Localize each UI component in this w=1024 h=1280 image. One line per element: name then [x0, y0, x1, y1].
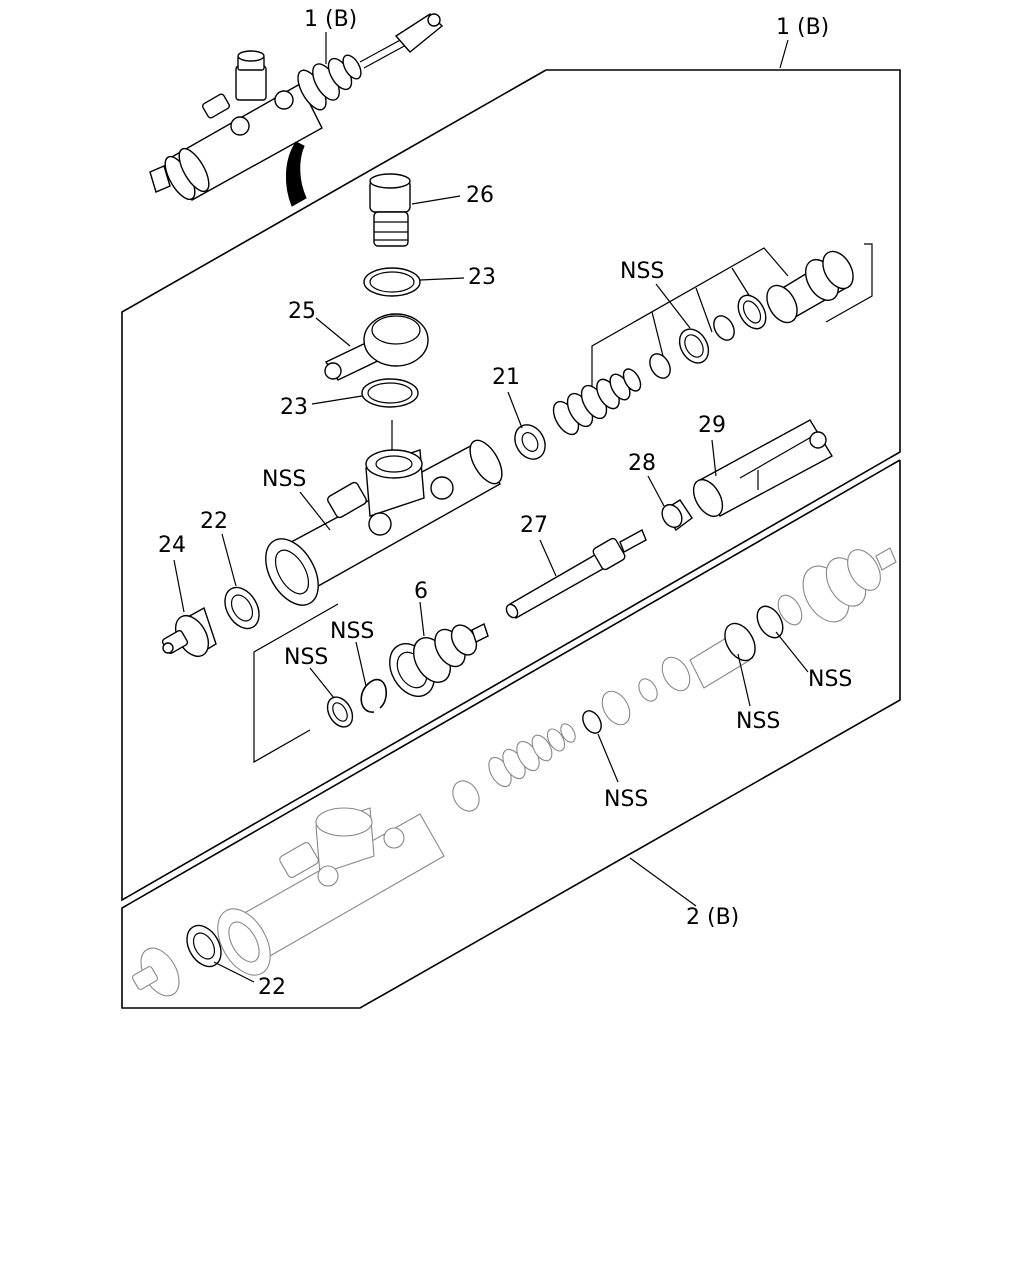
- seal-group-bracket: [253, 603, 339, 764]
- spring-group-bracket: [591, 243, 873, 398]
- callout-nss-lower-mid: NSS: [736, 709, 780, 734]
- return-spring: [552, 368, 642, 436]
- callout-nss-ring: NSS: [284, 645, 328, 670]
- piston-seal-ring: [737, 294, 767, 330]
- seal-group-washer: [326, 696, 354, 728]
- cylinder-body: [265, 439, 503, 606]
- callout-nss-clip: NSS: [330, 619, 374, 644]
- part-26-filler-plug: [369, 173, 411, 247]
- callout-part-26: 26: [466, 183, 494, 208]
- callout-assy-top: 1 (B): [304, 7, 357, 32]
- callout-assy-lower: 2 (B): [686, 905, 739, 930]
- callout-part-22-lower: 22: [258, 975, 286, 1000]
- assembled-master-cylinder-lower: [132, 547, 897, 997]
- part-28-lock-nut: [661, 499, 693, 532]
- part-29-clevis: [692, 419, 833, 518]
- callout-part-27: 27: [520, 513, 548, 538]
- spring-retainer-clip: [649, 353, 671, 379]
- callout-nss-body: NSS: [262, 467, 306, 492]
- callout-part-6: 6: [414, 579, 428, 604]
- callout-nss-lower-left: NSS: [604, 787, 648, 812]
- part-24-end-plug-upper: [161, 606, 217, 658]
- piston: [766, 250, 854, 324]
- callout-part-28: 28: [628, 451, 656, 476]
- snap-ring-clip: [360, 678, 387, 713]
- callout-nss-lower-right: NSS: [808, 667, 852, 692]
- callout-part-23-upper: 23: [468, 265, 496, 290]
- assembly-arrow: [285, 141, 307, 207]
- leader-lines: [173, 32, 809, 983]
- part-23-washer-lower: [361, 378, 419, 408]
- part-25-banjo-fitting: [324, 313, 429, 381]
- callout-part-21: 21: [492, 365, 520, 390]
- part-27-push-rod: [505, 529, 647, 619]
- piston-cup: [678, 328, 710, 364]
- callout-part-24: 24: [158, 533, 186, 558]
- callout-part-29: 29: [698, 413, 726, 438]
- callout-part-23-lower: 23: [280, 395, 308, 420]
- piston-washer: [713, 315, 735, 341]
- callout-assy-box: 1 (B): [776, 15, 829, 40]
- part-23-washer-upper: [363, 267, 421, 297]
- part-6-dust-boot: [389, 623, 489, 697]
- callout-nss-spring-group: NSS: [620, 259, 664, 284]
- part-21-spring-seat: [514, 424, 546, 460]
- callout-part-22-upper: 22: [200, 509, 228, 534]
- part-22-gasket-upper: [224, 586, 260, 630]
- assembled-master-cylinder-top: [149, 13, 444, 201]
- callout-part-25: 25: [288, 299, 316, 324]
- assembly-2-frame: [121, 459, 901, 1009]
- assembly-1-frame: [121, 69, 901, 902]
